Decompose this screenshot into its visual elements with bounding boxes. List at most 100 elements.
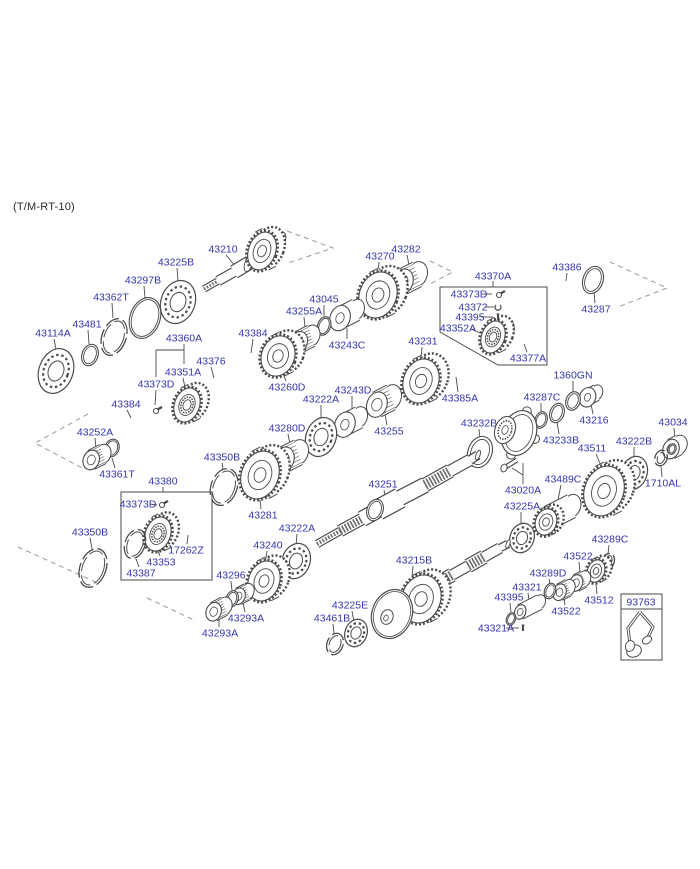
part-label-43384-1[interactable]: 43384: [238, 328, 267, 340]
part-label-43373D-c[interactable]: 43373D: [120, 499, 157, 511]
part-label-43321[interactable]: 43321: [512, 582, 541, 594]
part-label-1710AL[interactable]: 1710AL: [645, 478, 681, 490]
part-label-43360A[interactable]: 43360A: [166, 333, 202, 345]
part-label-43384-2[interactable]: 43384: [111, 399, 140, 411]
part-label-43395-b[interactable]: 43395: [494, 592, 523, 604]
part-label-43296[interactable]: 43296: [216, 570, 245, 582]
part-label-43380[interactable]: 43380: [148, 476, 177, 488]
group-box-43370A: [439, 286, 548, 366]
part-label-43377A[interactable]: 43377A: [510, 353, 546, 365]
part-label-43287C[interactable]: 43287C: [524, 392, 561, 404]
part-43512: [584, 554, 613, 595]
part-label-43361T[interactable]: 43361T: [99, 469, 135, 481]
part-43020A: [493, 406, 540, 484]
part-label-43511[interactable]: 43511: [578, 443, 607, 455]
part-label-17262Z[interactable]: 17262Z: [168, 545, 204, 557]
part-label-43255[interactable]: 43255: [374, 426, 403, 438]
part-label-43251[interactable]: 43251: [368, 479, 397, 491]
part-label-43461B[interactable]: 43461B: [314, 613, 350, 625]
part-label-43260D[interactable]: 43260D: [269, 382, 306, 394]
parts-layer: [37, 225, 688, 658]
part-label-43216[interactable]: 43216: [579, 415, 608, 427]
part-label-43045[interactable]: 43045: [309, 294, 338, 306]
part-label-43351A[interactable]: 43351A: [165, 367, 201, 379]
part-17262Z: [186, 534, 189, 545]
part-label-43282[interactable]: 43282: [391, 244, 420, 256]
part-43293A-2: [205, 596, 233, 627]
part-label-43280D[interactable]: 43280D: [269, 423, 306, 435]
part-43522-1: [568, 561, 592, 592]
part-label-43395-a[interactable]: 43395: [455, 312, 484, 324]
part-43511: [581, 453, 636, 519]
part-label-43373D-b[interactable]: 43373D: [451, 289, 488, 301]
part-43045: [316, 305, 332, 336]
part-43376: [210, 366, 215, 379]
part-43360A: [155, 344, 185, 377]
part-label-43353[interactable]: 43353: [146, 557, 175, 569]
part-label-43385A[interactable]: 43385A: [442, 393, 478, 405]
part-43377A: [523, 343, 528, 353]
part-label-43243D[interactable]: 43243D: [335, 385, 372, 397]
part-label-43222A-1[interactable]: 43222A: [303, 394, 339, 406]
part-label-43289D[interactable]: 43289D: [530, 568, 567, 580]
part-43353: [142, 511, 181, 557]
part-label-43293A-2[interactable]: 43293A: [202, 628, 238, 640]
part-1710AL: [654, 449, 668, 478]
part-label-43255A[interactable]: 43255A: [286, 306, 322, 318]
part-43373D-b: [482, 289, 506, 299]
axis-guide-dashed-line: [17, 546, 101, 585]
axis-guide-dashed-line: [429, 260, 455, 285]
part-label-43281[interactable]: 43281: [248, 510, 277, 522]
part-label-43373D-a[interactable]: 43373D: [138, 379, 175, 391]
part-label-43481[interactable]: 43481: [72, 319, 101, 331]
part-label-43210[interactable]: 43210: [208, 244, 237, 256]
part-label-43287[interactable]: 43287: [581, 304, 610, 316]
part-label-43370A[interactable]: 43370A: [475, 271, 511, 283]
part-label-43225A[interactable]: 43225A: [504, 501, 540, 513]
part-label-43293A-1[interactable]: 43293A: [228, 613, 264, 625]
part-43240: [245, 550, 291, 604]
part-43522-2: [552, 578, 576, 606]
part-label-43352A[interactable]: 43352A: [440, 323, 476, 335]
part-label-43270[interactable]: 43270: [365, 251, 394, 263]
part-label-43232B[interactable]: 43232B: [461, 418, 497, 430]
part-label-43512[interactable]: 43512: [584, 595, 613, 607]
part-label-43215B[interactable]: 43215B: [396, 555, 432, 567]
part-label-43225E[interactable]: 43225E: [332, 600, 368, 612]
part-label-43372[interactable]: 43372: [458, 302, 487, 314]
part-label-43243C[interactable]: 43243C: [329, 340, 366, 352]
part-43351A: [171, 377, 211, 425]
part-label-43252A[interactable]: 43252A: [77, 427, 113, 439]
part-label-43350B-1[interactable]: 43350B: [204, 452, 240, 464]
part-label-43231[interactable]: 43231: [408, 336, 437, 348]
part-label-43225B[interactable]: 43225B: [158, 257, 194, 269]
part-label-43233B[interactable]: 43233B: [543, 435, 579, 447]
part-43461B: [325, 623, 345, 656]
part-label-43289C[interactable]: 43289C: [592, 534, 629, 546]
part-label-1360GN[interactable]: 1360GN: [553, 370, 592, 382]
part-label-43240[interactable]: 43240: [253, 540, 282, 552]
axis-guide-dashed-line: [286, 230, 335, 264]
inset-box-93763: [620, 593, 663, 661]
part-label-43297B[interactable]: 43297B: [125, 275, 161, 287]
part-label-93763[interactable]: 93763: [626, 597, 655, 609]
part-43373D-c: [149, 499, 169, 509]
part-label-43222B[interactable]: 43222B: [616, 436, 652, 448]
part-label-43522-2[interactable]: 43522: [551, 606, 580, 618]
part-label-43522-1[interactable]: 43522: [563, 551, 592, 563]
part-label-43114A[interactable]: 43114A: [35, 328, 70, 340]
part-43362T: [100, 302, 128, 356]
part-label-43376[interactable]: 43376: [196, 356, 225, 368]
part-label-43321A[interactable]: 43321A: [478, 623, 514, 635]
part-label-43020A[interactable]: 43020A: [505, 485, 541, 497]
part-label-43222A-2[interactable]: 43222A: [279, 523, 315, 535]
part-43384-2: [126, 409, 132, 419]
part-label-43362T[interactable]: 43362T: [93, 292, 129, 304]
part-93763: [624, 611, 655, 658]
part-label-43386[interactable]: 43386: [552, 262, 581, 274]
part-label-43350B-2[interactable]: 43350B: [72, 527, 108, 539]
part-label-43387[interactable]: 43387: [126, 568, 155, 580]
part-label-43489C[interactable]: 43489C: [545, 474, 582, 486]
part-label-43034[interactable]: 43034: [658, 417, 687, 429]
